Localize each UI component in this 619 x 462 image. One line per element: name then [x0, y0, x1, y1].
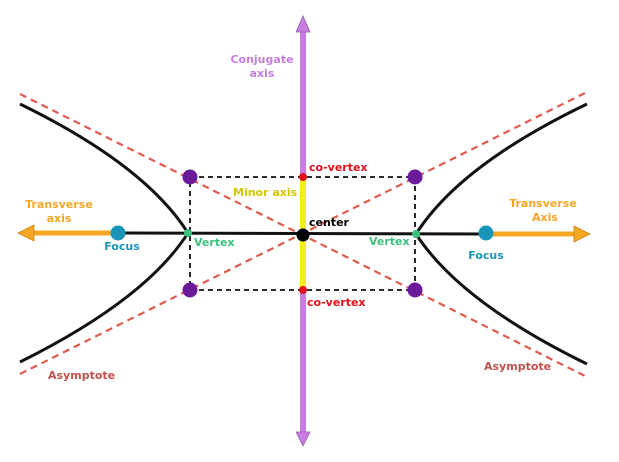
co-vertex-bottom-label: co-vertex: [307, 296, 366, 309]
co-vertex-bottom-point: [299, 286, 307, 294]
co-vertex-top-point: [299, 173, 307, 181]
corner-point-bottom-left: [182, 282, 198, 298]
transverse-axis-left-label-line2: axis: [47, 212, 72, 225]
corner-point-bottom-right: [407, 282, 423, 298]
co-vertex-top-label: co-vertex: [309, 161, 368, 174]
vertex-right-label: Vertex: [369, 235, 410, 248]
transverse-axis-arrow-left-icon: [17, 224, 35, 242]
conjugate-axis-label-line1: Conjugate: [230, 53, 293, 66]
focus-right-label: Focus: [468, 249, 504, 262]
transverse-axis-right-label-line1: Transverse: [509, 197, 577, 210]
conjugate-axis-arrow-bottom-icon: [295, 431, 311, 447]
transverse-axis-left-label-line1: Transverse: [25, 198, 93, 211]
vertex-left-point: [184, 229, 192, 237]
focus-left-point: [110, 225, 126, 241]
conjugate-axis-arrow-top-icon: [295, 15, 311, 33]
vertex-left-label: Vertex: [194, 236, 235, 249]
vertex-right-point: [412, 230, 420, 238]
center-point: [296, 228, 310, 242]
asymptote-right-label: Asymptote: [484, 360, 551, 373]
transverse-axis-arrow-right-icon: [573, 225, 591, 243]
focus-left-label: Focus: [104, 240, 140, 253]
center-label: center: [309, 216, 350, 229]
minor-axis-label: Minor axis: [233, 186, 298, 199]
focus-right-point: [478, 225, 494, 241]
transverse-axis-right-label-line2: Axis: [532, 211, 558, 224]
asymptote-left-label: Asymptote: [48, 369, 115, 382]
conjugate-axis-label-line2: axis: [250, 67, 275, 80]
corner-point-top-right: [407, 169, 423, 185]
corner-point-top-left: [182, 169, 198, 185]
